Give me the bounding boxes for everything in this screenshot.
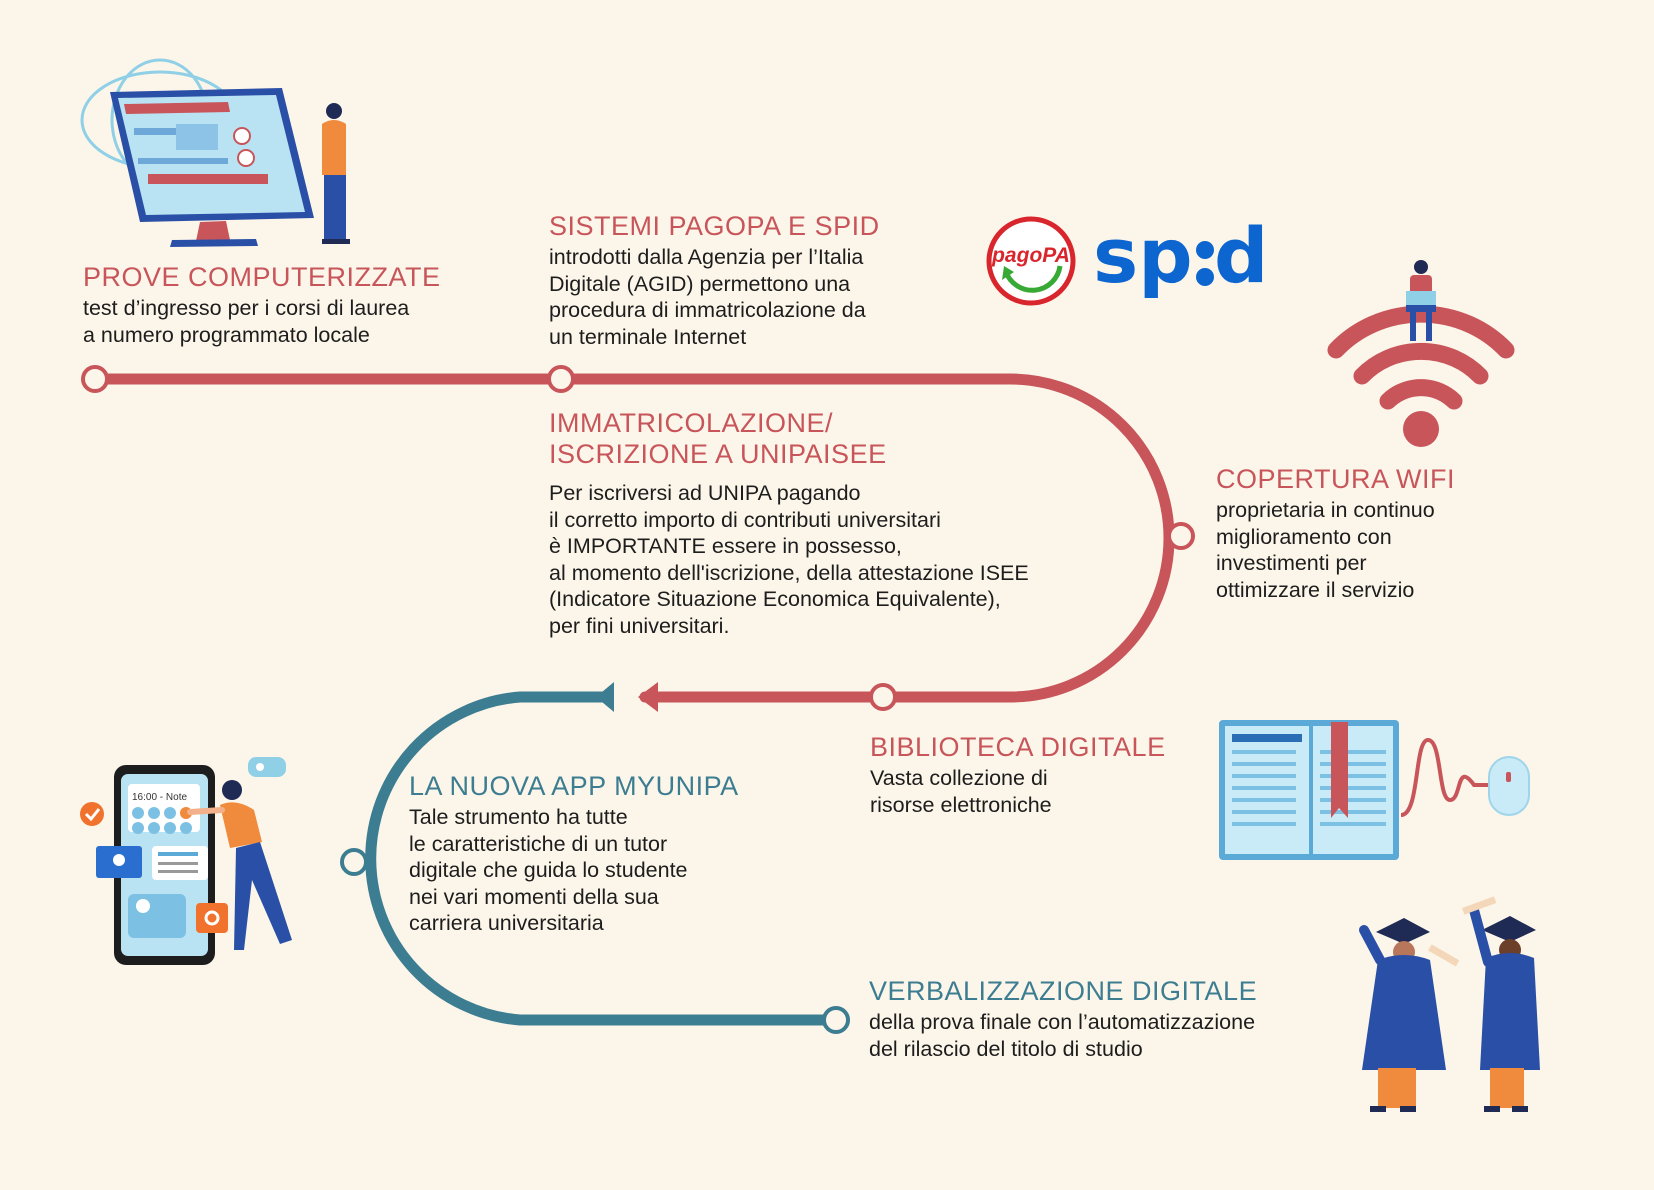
milestone-title: PROVE COMPUTERIZZATE xyxy=(83,262,441,292)
milestone-title: COPERTURA WIFI xyxy=(1216,464,1456,494)
person-standing-icon xyxy=(322,103,350,244)
smartphone-icon: 16:00 - Note xyxy=(114,765,215,965)
milestone-description: introdotti dalla Agenzia per l’Italia Di… xyxy=(549,245,866,349)
person-laptop-icon xyxy=(1406,260,1436,341)
chat-bubble-icon xyxy=(248,757,286,777)
timeline-node-sistemi xyxy=(547,365,575,393)
timeline-path-teal xyxy=(365,691,836,1026)
milestone-title: IMMATRICOLAZIONE/ ISCRIZIONE A UNIPAISEE xyxy=(549,408,887,469)
timeline-node-biblioteca xyxy=(869,683,897,711)
milestone-wifi: COPERTURA WIFI proprietaria in continuo … xyxy=(1216,464,1546,603)
timeline-arrow-teal xyxy=(596,682,614,712)
timeline-node-app xyxy=(340,848,368,876)
milestone-description: Per iscriversi ad UNIPA pagando il corre… xyxy=(549,481,1029,638)
svg-text:16:00 - Note: 16:00 - Note xyxy=(132,792,187,803)
milestone-description: Tale strumento ha tutte le caratteristic… xyxy=(409,805,688,935)
check-badge-icon xyxy=(80,802,104,826)
graduates-icon xyxy=(1359,896,1540,1112)
spid-logo: sp d xyxy=(1093,211,1268,300)
settings-badge-icon xyxy=(196,903,228,933)
svg-text:d: d xyxy=(1214,211,1268,300)
mouse-icon xyxy=(1400,737,1530,817)
person-walking-icon xyxy=(187,780,292,950)
milestone-title: SISTEMI PAGOPA E SPID xyxy=(549,211,880,241)
milestone-title: VERBALIZZAZIONE DIGITALE xyxy=(869,976,1258,1006)
location-pin-icon xyxy=(96,846,142,878)
milestone-title: LA NUOVA APP MYUNIPA xyxy=(409,771,739,801)
milestone-description: Vasta collezione di risorse elettroniche xyxy=(870,766,1052,817)
computer-monitor-icon xyxy=(80,58,314,247)
milestone-sistemi: SISTEMI PAGOPA E SPID introdotti dalla A… xyxy=(549,211,969,350)
milestone-description: della prova finale con l’automatizzazion… xyxy=(869,1010,1256,1061)
milestone-title: BIBLIOTECA DIGITALE xyxy=(870,732,1166,762)
milestone-prove: PROVE COMPUTERIZZATE test d’ingresso per… xyxy=(83,262,503,348)
milestone-description: proprietaria in continuo miglioramento c… xyxy=(1216,498,1435,602)
timeline-node-wifi xyxy=(1167,522,1195,550)
timeline-node-verbalizzazione xyxy=(822,1006,850,1034)
milestone-verbalizzazione: VERBALIZZAZIONE DIGITALE della prova fin… xyxy=(869,976,1349,1062)
milestone-biblioteca: BIBLIOTECA DIGITALE Vasta collezione di … xyxy=(870,732,1200,818)
svg-text:pagoPA: pagoPA xyxy=(991,244,1070,267)
pagopa-logo: pagoPA xyxy=(986,216,1076,306)
timeline-node-prove xyxy=(81,365,109,393)
milestone-app: LA NUOVA APP MYUNIPA Tale strumento ha t… xyxy=(409,771,789,937)
timeline-arrow-red xyxy=(638,682,658,712)
wifi-icon xyxy=(1327,305,1515,447)
digital-book-icon xyxy=(1219,720,1399,860)
milestone-description: test d’ingresso per i corsi di laurea a … xyxy=(83,296,410,347)
milestone-immatricolazione: IMMATRICOLAZIONE/ ISCRIZIONE A UNIPAISEE… xyxy=(549,408,1149,639)
svg-text:sp: sp xyxy=(1093,211,1193,300)
